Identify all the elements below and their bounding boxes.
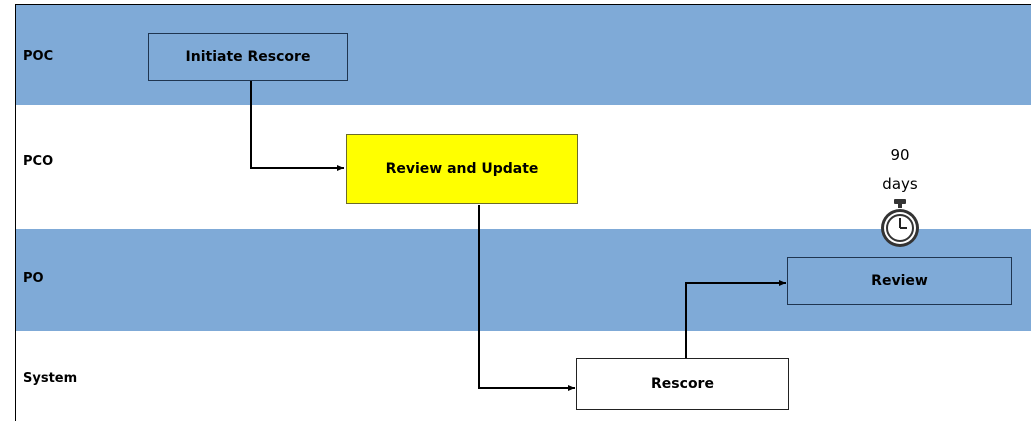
stopwatch-icon: [881, 199, 919, 247]
timer-unit: days: [882, 175, 918, 193]
lane-system: System: [16, 331, 1031, 421]
lane-label-po: PO: [23, 271, 44, 286]
box-initiate-rescore[interactable]: Initiate Rescore: [148, 33, 348, 81]
box-review[interactable]: Review: [787, 257, 1012, 305]
connector-initiate-to-review-update: [250, 81, 344, 171]
lane-label-poc: POC: [23, 49, 54, 64]
lane-label-system: System: [23, 371, 78, 386]
box-rescore[interactable]: Rescore: [576, 358, 789, 410]
timer-value: 90: [890, 146, 910, 164]
diagram-frame: [15, 4, 1031, 421]
connector-rescore-to-review: [685, 280, 786, 358]
connector-review-update-to-rescore: [478, 205, 575, 391]
box-review-and-update[interactable]: Review and Update: [346, 134, 578, 204]
lane-label-pco: PCO: [23, 154, 54, 169]
